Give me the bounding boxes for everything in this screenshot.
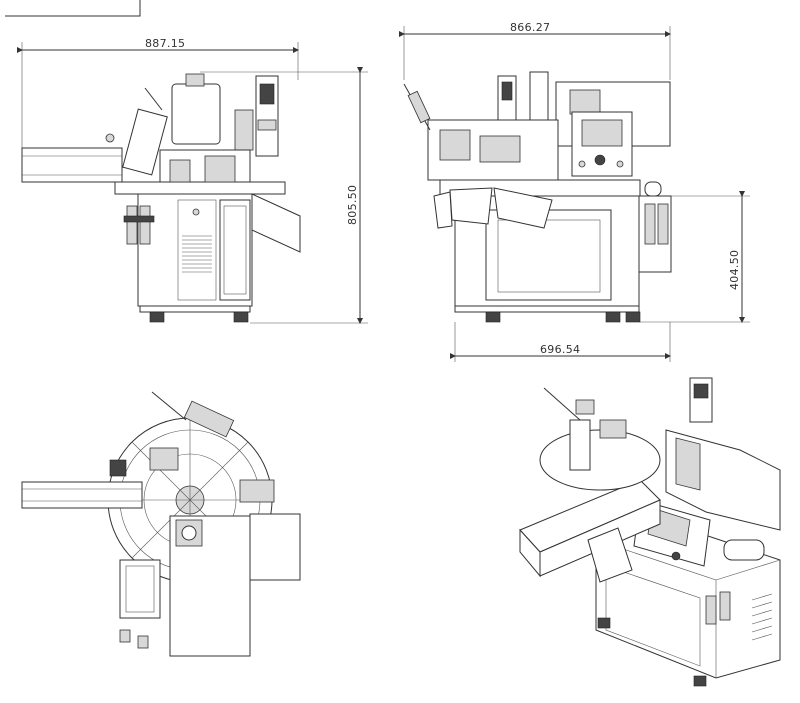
front-width-label: 887.15 (145, 37, 185, 50)
front-height-label: 805.50 (346, 185, 359, 225)
front-view: 887.15 805.50 (17, 37, 368, 324)
top-view (21, 391, 301, 657)
side-base-width-label: 696.54 (540, 343, 580, 356)
front-conveyor (21, 147, 123, 183)
side-width-label: 866.27 (510, 21, 550, 34)
top-conveyor (21, 481, 143, 509)
isometric-view (519, 377, 781, 687)
side-height-label: 404.50 (728, 250, 741, 290)
side-view: 866.27 404.50 696.54 (399, 21, 750, 362)
corner-frame-fragment (5, 0, 141, 17)
front-hopper (171, 83, 221, 145)
